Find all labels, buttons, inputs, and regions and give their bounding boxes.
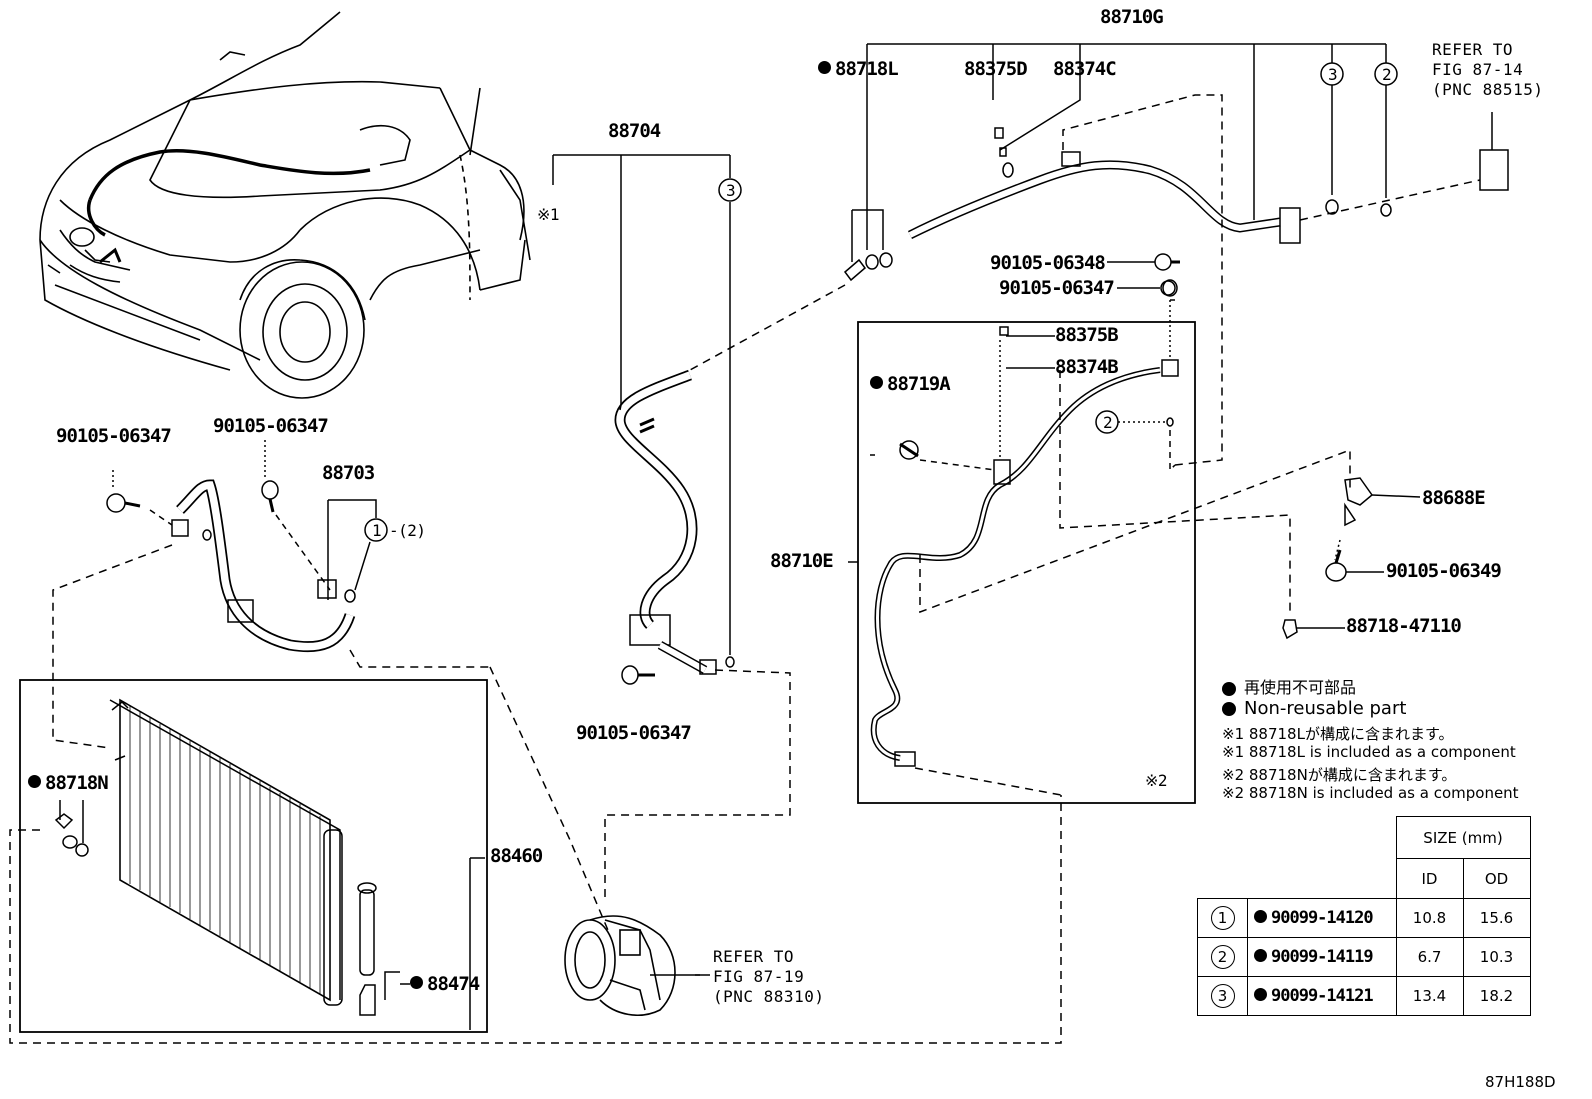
non-reusable-dot-icon [1222,681,1236,696]
legend-nonreusable-jp-text: 再使用不可部品 [1244,678,1357,697]
size-table-col-id: ID [1395,858,1464,899]
size-table-col-od: OD [1462,858,1531,899]
ring-number: 3 [1210,984,1235,1008]
label-90105-06347-bottom: 90105-06347 [576,722,692,744]
ring-od: 15.6 [1462,898,1531,938]
label-88718L-text: 88718L [835,58,899,80]
condenser-88460-group [19,679,488,1033]
label-88718N: 88718N [28,772,109,794]
label-88703: 88703 [322,462,375,484]
label-circle1-88703: 1 [372,521,382,540]
ring-part-number: 90099-14119 [1271,947,1374,967]
label-90105-06347-mid: 90105-06347 [213,415,329,437]
legend-nonreusable-en-text: Non-reusable part [1244,698,1407,719]
size-table-header: SIZE (mm) [1395,816,1531,859]
oring-size-table: SIZE (mm) ID OD 1 90099-14120 10.8 15.6 … [1197,816,1531,1016]
non-reusable-dot-icon [410,976,423,989]
label-88718L: 88718L [818,58,899,80]
refer-note-fig-87-14: REFER TO FIG 87-14 (PNC 88515) [1432,40,1544,99]
label-90105-06347-left: 90105-06347 [56,425,172,447]
label-88719A-text: 88719A [887,373,951,395]
pressure-switch-group [1282,477,1421,640]
figure-code: 87H188D [1485,1073,1556,1091]
label-88718-47110: 88718-47110 [1346,615,1462,637]
refer-note-fig-87-19: REFER TO FIG 87-19 (PNC 88310) [713,947,825,1006]
legend-note2-en: ※2 88718N is included as a component [1222,784,1519,802]
label-88374B: 88374B [1055,356,1119,378]
label-90105-06348: 90105-06348 [990,252,1106,274]
label-88710E: 88710E [770,550,834,572]
label-note-mark2: ※2 [1145,771,1168,790]
legend-nonreusable-en: Non-reusable part [1222,698,1406,719]
table-row: 3 90099-14121 13.4 18.2 [1197,976,1531,1016]
non-reusable-dot-icon [818,61,831,74]
label-88688E: 88688E [1422,487,1486,509]
label-88375D: 88375D [964,58,1028,80]
non-reusable-dot-icon [1254,987,1267,1001]
ring-od: 10.3 [1462,937,1531,977]
label-90105-06349: 90105-06349 [1386,560,1502,582]
label-88704: 88704 [608,120,661,142]
label-circle2-top: 2 [1382,65,1392,84]
ring-id: 10.8 [1395,898,1464,938]
non-reusable-dot-icon [1254,948,1267,962]
label-88374C: 88374C [1053,58,1117,80]
non-reusable-dot-icon [1254,909,1267,923]
ring-number: 1 [1210,906,1235,930]
ring-part-number: 90099-14121 [1271,986,1374,1006]
non-reusable-dot-icon [28,775,41,788]
legend-note2-jp: ※2 88718Nが構成に含まれます。 [1222,766,1457,784]
label-88474-text: 88474 [427,973,480,995]
label-note-mark1: ※1 [537,205,560,224]
legend-note1-en: ※1 88718L is included as a component [1222,743,1516,761]
label-circle2-88710E: 2 [1103,413,1113,432]
ring-id: 6.7 [1395,937,1464,977]
label-oring1-quantity: -(2) [389,521,426,540]
pipe-88710G-group [843,43,1509,466]
hose-88703-group [106,440,388,653]
label-88719A: 88719A [870,373,951,395]
label-88474: 88474 [410,973,480,995]
pipe-88704-group [552,154,742,685]
label-88375B: 88375B [1055,324,1119,346]
legend-note1-jp: ※1 88718Lが構成に含まれます。 [1222,725,1454,743]
ring-od: 18.2 [1462,976,1531,1016]
vehicle-illustration [39,11,531,399]
ring-part-number: 90099-14120 [1271,908,1374,928]
label-circle3-top: 3 [1328,65,1338,84]
ring-id: 13.4 [1395,976,1464,1016]
ring-number: 2 [1210,945,1235,969]
label-88710G: 88710G [1100,6,1164,28]
pipe-88710E-group [848,279,1196,804]
non-reusable-dot-icon [870,376,883,389]
label-88460: 88460 [490,845,543,867]
non-reusable-dot-icon [1222,702,1236,716]
label-90105-06347-top: 90105-06347 [999,277,1115,299]
table-row: 1 90099-14120 10.8 15.6 [1197,898,1531,938]
table-row: 2 90099-14119 6.7 10.3 [1197,937,1531,977]
leader-lines [400,253,1180,985]
label-88718N-text: 88718N [45,772,109,794]
compressor-illustration [564,915,700,1016]
legend-nonreusable-jp: 再使用不可部品 [1222,674,1356,698]
label-circle3-88704: 3 [726,181,736,200]
